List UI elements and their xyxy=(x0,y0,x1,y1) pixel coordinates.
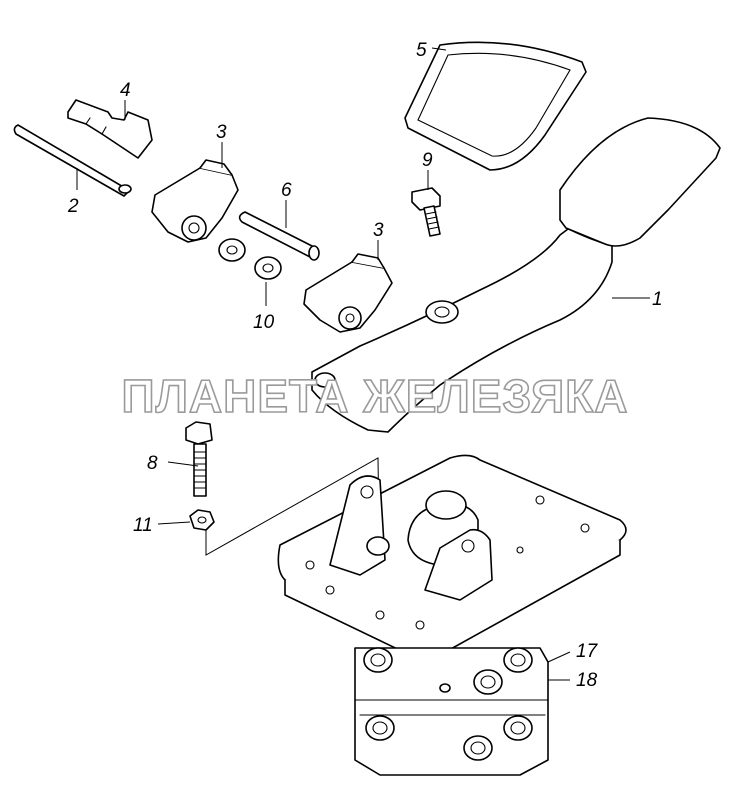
part-10-washer-b xyxy=(254,256,282,280)
callout-17: 17 xyxy=(576,641,599,662)
callout-10: 10 xyxy=(253,312,275,333)
callout-6: 6 xyxy=(281,180,292,201)
callout-8: 8 xyxy=(147,453,158,474)
part-1-pedal-lever xyxy=(311,117,721,433)
callout-3-upper: 3 xyxy=(216,122,227,143)
callout-4: 4 xyxy=(120,80,131,101)
part-5-pedal-pad xyxy=(404,41,587,171)
leader-lines xyxy=(76,47,650,681)
part-17-18-brake-valve xyxy=(277,454,627,776)
watermark: ПЛАНЕТА ЖЕЛЕЗЯКА xyxy=(122,370,629,422)
callout-5: 5 xyxy=(416,40,427,61)
part-9-bolt xyxy=(411,187,441,237)
callout-11: 11 xyxy=(133,515,153,536)
part-6-pin xyxy=(238,211,320,261)
part-3-clevis-upper xyxy=(151,159,239,243)
part-10-washer-a xyxy=(218,238,246,262)
callout-2: 2 xyxy=(67,196,79,217)
callout-3-lower: 3 xyxy=(373,220,384,241)
part-11-nut xyxy=(189,509,215,531)
callout-9: 9 xyxy=(422,150,433,171)
callout-18: 18 xyxy=(576,670,598,691)
part-8-bolt xyxy=(185,421,213,497)
part-3-clevis-lower xyxy=(303,253,393,333)
part-2-pin xyxy=(13,124,132,197)
callout-1: 1 xyxy=(652,289,663,310)
part-4-bracket xyxy=(67,99,153,159)
